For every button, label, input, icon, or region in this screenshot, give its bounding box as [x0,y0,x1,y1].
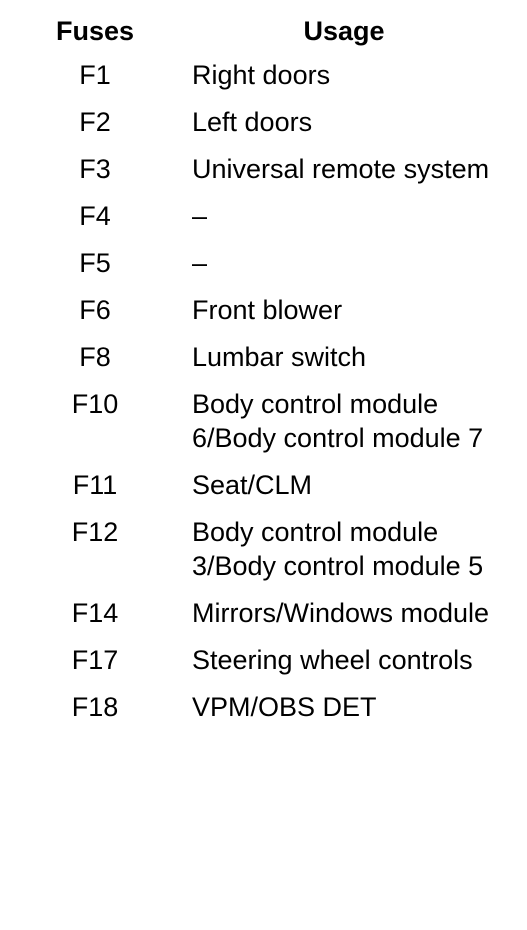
fuse-cell: F6 [79,295,111,325]
fuse-cell: F10 [71,389,119,419]
table-row: F4 – [0,199,527,246]
table-row: F10 Body control module 6/Body control m… [0,387,527,468]
table-row: F11 Seat/CLM [0,468,527,515]
table-row: F6 Front blower [0,293,527,340]
table-row: F1 Right doors [0,58,527,105]
fuse-cell: F3 [79,154,111,184]
fuse-cell: F8 [79,342,111,372]
table-row: F17 Steering wheel controls [0,643,527,690]
usage-cell: Mirrors/Windows module [192,598,490,628]
fuse-cell: F17 [71,645,119,675]
table-row: F14 Mirrors/Windows module [0,596,527,643]
usage-cell: Body control module 3/Body control modul… [192,517,484,581]
fuse-cell: F18 [71,692,119,722]
header-fuses: Fuses [55,16,135,46]
fuse-cell: F5 [79,248,111,278]
usage-cell: Left doors [192,107,313,137]
usage-cell: Universal remote system [192,154,490,184]
fuse-cell: F1 [79,60,111,90]
usage-cell: VPM/OBS DET [192,692,377,722]
fuse-cell: F11 [72,470,118,500]
usage-cell: Steering wheel controls [192,645,473,675]
usage-cell: – [192,248,208,278]
usage-cell: Body control module 6/Body control modul… [192,389,484,453]
fuse-cell: F2 [79,107,111,137]
table-row: F5 – [0,246,527,293]
usage-cell: Front blower [192,295,343,325]
table-row: F18 VPM/OBS DET [0,690,527,737]
table-row: F12 Body control module 3/Body control m… [0,515,527,596]
table-header: Fuses Usage [0,13,527,49]
fuse-cell: F4 [79,201,111,231]
usage-cell: Lumbar switch [192,342,367,372]
table-body: F1 Right doors F2 Left doors F3 Universa… [0,58,527,737]
fuse-cell: F12 [71,517,119,547]
table-row: F3 Universal remote system [0,152,527,199]
table-row: F2 Left doors [0,105,527,152]
usage-cell: Seat/CLM [192,470,313,500]
header-usage: Usage [303,16,385,46]
usage-cell: Right doors [192,60,331,90]
table-row: F8 Lumbar switch [0,340,527,387]
usage-cell: – [192,201,208,231]
fuse-cell: F14 [71,598,119,628]
